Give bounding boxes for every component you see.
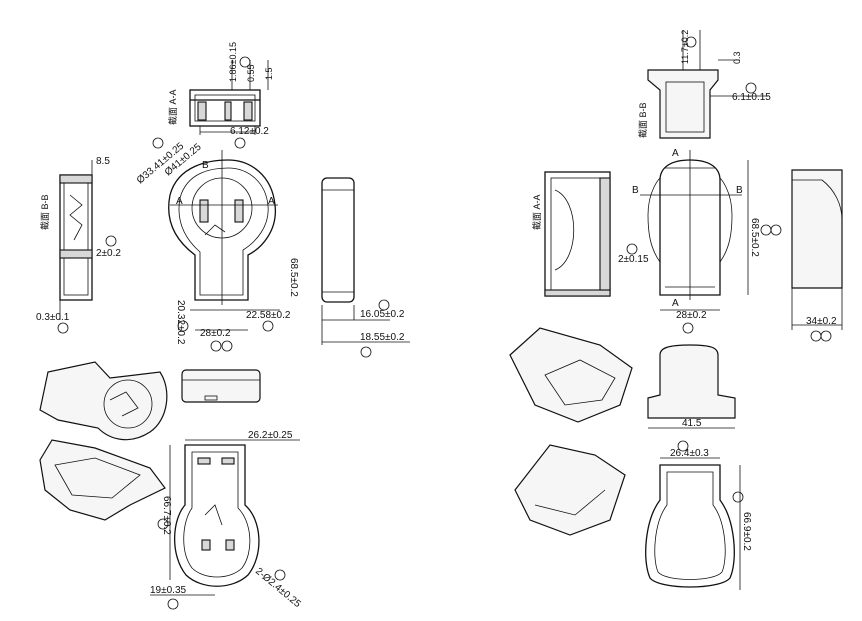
dim-l-18: 19±0.35 [150,585,187,596]
circled-callout-4 [378,299,390,311]
left-section-aa-view: 截面 A-A [167,60,269,135]
circled-callout-7 [152,137,164,149]
dim-l-5: 8.5 [96,156,110,167]
circled-callout-3 [221,340,233,352]
circled-callout-10 [177,320,189,332]
circled-callout-14 [274,569,286,581]
dim-l-15: 18.55±0.2 [360,332,405,343]
r-section-bb-label: 截面 B-B [637,102,648,138]
r-circled-callout-8b [820,330,832,342]
dim-l-13: 22.58±0.2 [246,310,291,321]
dim-r-3: 6.1±0.15 [732,92,771,103]
dim-l-14: 16.05±0.2 [360,309,405,320]
dim-r-10: 66.9±0.2 [741,512,752,551]
section-mark-a-top: A [176,196,183,207]
right-iso-view-top [509,327,633,423]
right-iso-view-bottom [514,444,626,536]
circled-callout-6 [234,137,246,149]
r-circled-callout-1 [682,322,694,334]
r-circled-callout-6 [732,491,744,503]
dim-l-1: 1.86±0.15 [228,42,238,82]
r-circled-callout-7 [810,330,822,342]
circled-callout-11 [105,235,117,247]
left-side-small [181,369,261,403]
dim-l-19: 2-Ø2.4±0.25 [253,566,303,610]
section-mark-b-top: B [202,160,209,171]
dim-r-5: 68.5±0.2 [749,218,760,257]
r-circled-callout-7b [677,440,689,452]
section-mark-a-bot: A [268,196,275,207]
right-front-view [647,344,736,429]
r-section-mark-b: B [632,185,639,196]
left-iso-view-bottom [39,439,166,521]
dim-r-9: 26.4±0.3 [670,448,709,459]
dim-l-16: 26.2±0.25 [248,430,293,441]
right-plan-view [640,150,749,311]
dim-r-6: 28±0.2 [676,310,707,321]
circled-callout-2 [210,340,222,352]
left-iso-view-top [39,361,168,441]
r-section-aa-label: 截面 A-A [531,194,542,230]
r-circled-callout-3 [770,224,782,236]
dim-l-8: 2±0.2 [96,248,121,259]
dim-l-2: 0.55 [246,64,256,82]
r-circled-callout-4 [745,82,757,94]
r-section-mark-a2: A [672,298,679,309]
r-section-mark-b2: B [736,185,743,196]
dim-r-7: 34±0.2 [806,316,837,327]
section-aa-label: 截面 A-A [167,89,178,125]
r-circled-callout-5 [685,36,697,48]
right-bottom-view [645,457,741,590]
circled-callout-8 [360,346,372,358]
right-side-view [791,169,843,330]
dim-l-3: 1.5 [264,67,274,80]
circled-callout-13 [157,518,169,530]
left-side-view [321,177,410,345]
section-bb-label: 截面 B-B [39,194,50,230]
dim-r-2: 0.3 [732,51,742,64]
dim-l-11: 20.32±0.2 [175,300,186,345]
dim-l-9: 0.3±0.1 [36,312,70,323]
dim-l-12: 28±0.2 [200,328,231,339]
dim-l-10: 68.5±0.2 [288,258,299,297]
circled-callout-16 [167,598,179,610]
circled-callout-12 [57,322,69,334]
dim-r-8: 41.5 [682,418,702,429]
dim-r-4: 2±0.15 [618,254,649,265]
right-section-aa-view: 截面 A-A [531,171,611,297]
r-section-mark-a: A [672,148,679,159]
left-section-bb-view: 截面 B-B [39,160,93,320]
dim-r-1: 11.7±0.2 [680,30,690,64]
dim-l-4: 6.12±0.2 [230,126,269,137]
dim-l-17: 66.7±0.2 [161,496,172,535]
r-circled-callout-2 [760,224,772,236]
circled-callout-9 [262,320,274,332]
left-plan-view [168,150,278,305]
r-circled-callout-8 [626,243,638,255]
circled-callout-5 [239,56,251,68]
right-section-bb-view: 截面 B-B [637,30,768,139]
left-bottom-view [150,439,300,596]
